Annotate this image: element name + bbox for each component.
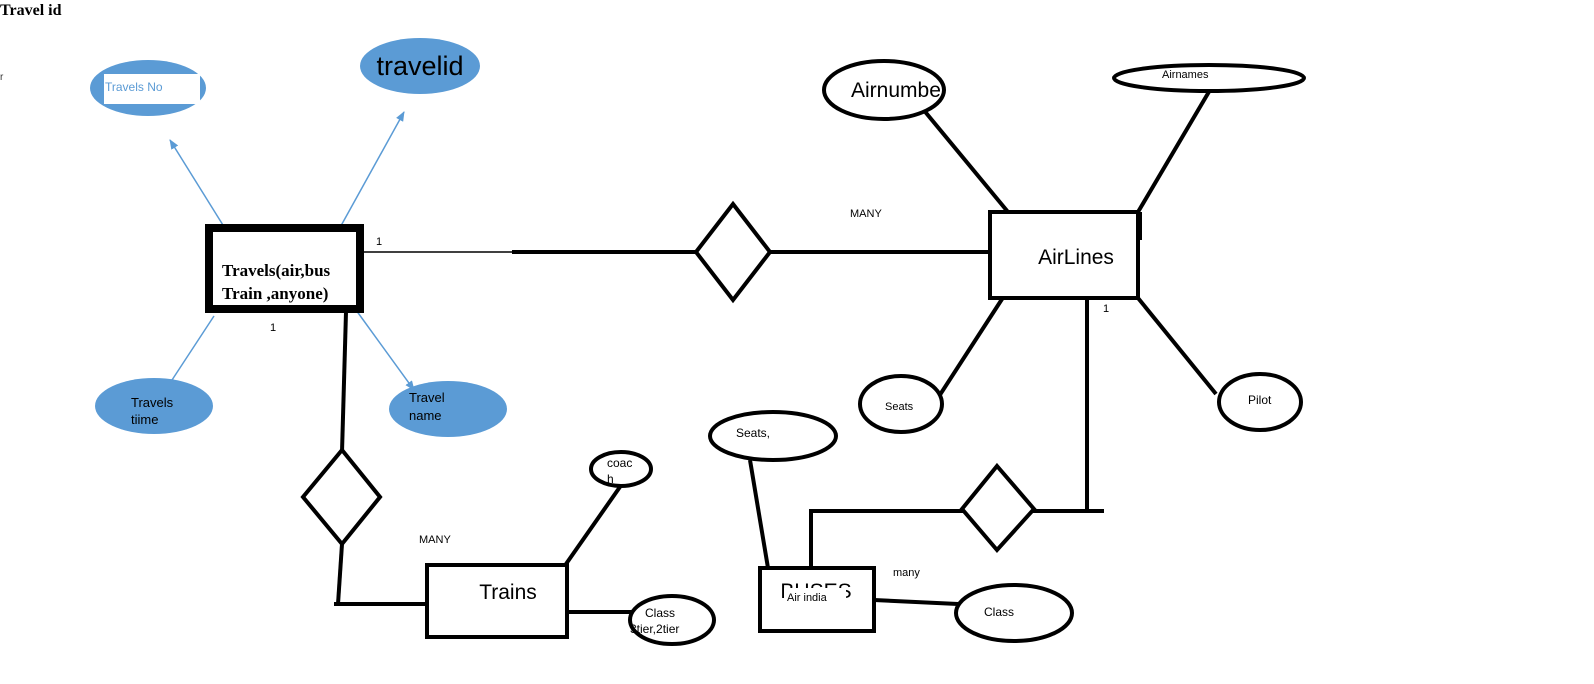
attr-bus-seats: Seats, xyxy=(708,410,838,462)
relationship-travels-airlines xyxy=(693,200,773,304)
attr-coach-line2: h xyxy=(607,472,614,486)
connector-travels-time xyxy=(171,315,215,381)
line-pilot xyxy=(1136,296,1218,396)
cardinality-travels-bottom: 1 xyxy=(270,322,276,334)
attr-airnames: Airnames xyxy=(1112,63,1306,93)
attr-train-class-line1: Class xyxy=(645,606,675,620)
attr-bus-class-label: Class xyxy=(984,605,1014,619)
line-travels-to-train-rel xyxy=(340,311,348,453)
attr-travelid-label: travelid xyxy=(376,51,463,81)
relationship-airlines-buses xyxy=(959,462,1037,554)
connector-travelid xyxy=(331,111,405,243)
attr-travels-no-label: Travels No xyxy=(105,80,163,94)
line-bus-seats xyxy=(748,459,770,569)
attr-airnumbe-label: Airnumbe xyxy=(851,79,941,102)
attr-coach-line1: coac xyxy=(607,456,632,470)
attr-pilot: Pilot xyxy=(1217,372,1303,432)
line-airline-seats xyxy=(932,294,1006,406)
left-edge-marker: r xyxy=(0,72,4,83)
entity-travels-line1: Travels(air,bus xyxy=(222,261,331,280)
entity-trains-label: Trains xyxy=(479,581,537,604)
attr-train-class-line2: 3tier,2tier xyxy=(630,622,679,636)
attr-travelid: travelid xyxy=(360,38,480,94)
line-train-rel-down xyxy=(336,543,344,605)
page-title: Travel id xyxy=(0,2,62,19)
entity-travels-line2: Train ,anyone) xyxy=(222,284,328,303)
attr-travel-name-line2: name xyxy=(409,408,442,423)
entity-trains: Trains xyxy=(425,563,569,639)
entity-travels: Travels(air,bus Train ,anyone) xyxy=(205,224,364,313)
cardinality-buses-many: many xyxy=(893,567,920,579)
attr-travels-time-line2: tiime xyxy=(131,412,158,427)
attr-airline-seats: Seats xyxy=(858,374,944,434)
cardinality-airlines-bottom: 1 xyxy=(1103,303,1109,315)
relationship-travels-trains xyxy=(300,446,383,548)
attr-bus-class: Class xyxy=(954,583,1074,643)
attr-pilot-label: Pilot xyxy=(1248,393,1272,407)
cardinality-travels-right: 1 xyxy=(376,236,382,248)
attr-travel-name: Travel name xyxy=(389,381,507,437)
attr-coach: coac h xyxy=(589,450,653,488)
cardinality-trains-many: MANY xyxy=(419,534,451,546)
entity-airlines-label: AirLines xyxy=(1038,246,1114,269)
attr-train-class: Class 3tier,2tier xyxy=(628,594,716,646)
line-coach xyxy=(564,482,624,566)
attr-travels-time: Travels tiime xyxy=(95,378,213,434)
attr-airline-seats-label: Seats xyxy=(885,401,914,413)
entity-buses: BUSES Air india xyxy=(758,566,876,633)
cardinality-airlines-many: MANY xyxy=(850,208,882,220)
entity-airlines: AirLines xyxy=(988,210,1140,300)
line-airnames xyxy=(1136,88,1212,214)
attr-travels-no: Travels No xyxy=(90,60,206,116)
connector-travel-name xyxy=(355,309,415,391)
entity-buses-overlay: Air india xyxy=(787,592,828,604)
line-bus-class xyxy=(873,598,959,606)
attr-travels-time-line1: Travels xyxy=(131,395,174,410)
attr-travel-name-line1: Travel xyxy=(409,390,445,405)
attr-airnumbe: Airnumbe xyxy=(822,59,946,121)
attr-airnames-label: Airnames xyxy=(1162,69,1209,81)
line-airnumbe xyxy=(920,106,1010,214)
attr-bus-seats-label: Seats, xyxy=(736,426,770,440)
